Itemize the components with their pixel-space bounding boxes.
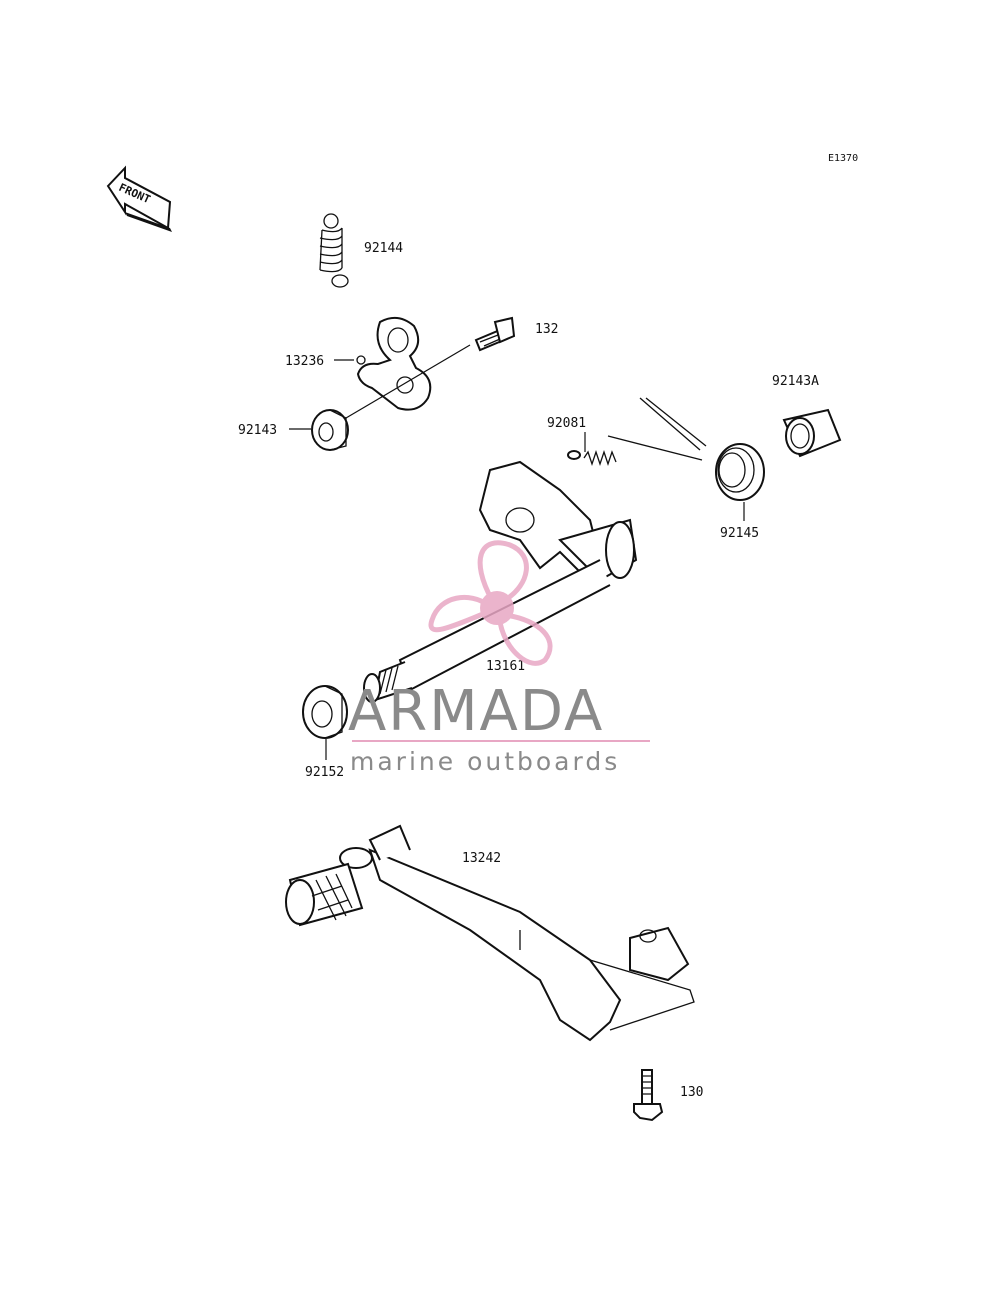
- label-92145: 92145: [720, 526, 759, 541]
- label-92144: 92144: [364, 241, 403, 256]
- diagram-code: E1370: [828, 153, 858, 164]
- spring-92081-icon: [567, 449, 617, 467]
- label-92143: 92143: [238, 423, 277, 438]
- label-92152: 92152: [305, 765, 344, 780]
- washer-92143-icon: [311, 409, 349, 451]
- return-spring-92145-icon: [607, 397, 765, 501]
- front-arrow-icon: FRONT: [106, 165, 172, 232]
- seal-92152-icon: [302, 685, 348, 739]
- watermark-brand: ARMADA: [348, 679, 604, 744]
- shift-pedal-13242-icon: [285, 824, 695, 1042]
- spring-92144-icon: [319, 213, 349, 288]
- bolt-130-icon: [633, 1069, 664, 1122]
- watermark-tagline: marine outboards: [350, 747, 620, 776]
- bushing-92143a-icon: [782, 408, 842, 458]
- label-13242: 13242: [462, 851, 501, 866]
- link-plate-13236-icon: [356, 316, 432, 411]
- label-13236: 13236: [285, 354, 324, 369]
- propeller-logo-icon: [428, 540, 553, 666]
- bolt-132-icon: [474, 316, 516, 352]
- label-13161: 13161: [486, 659, 525, 674]
- label-132: 132: [535, 322, 558, 337]
- label-130: 130: [680, 1085, 703, 1100]
- label-92081: 92081: [547, 416, 586, 431]
- label-92143a: 92143A: [772, 374, 819, 389]
